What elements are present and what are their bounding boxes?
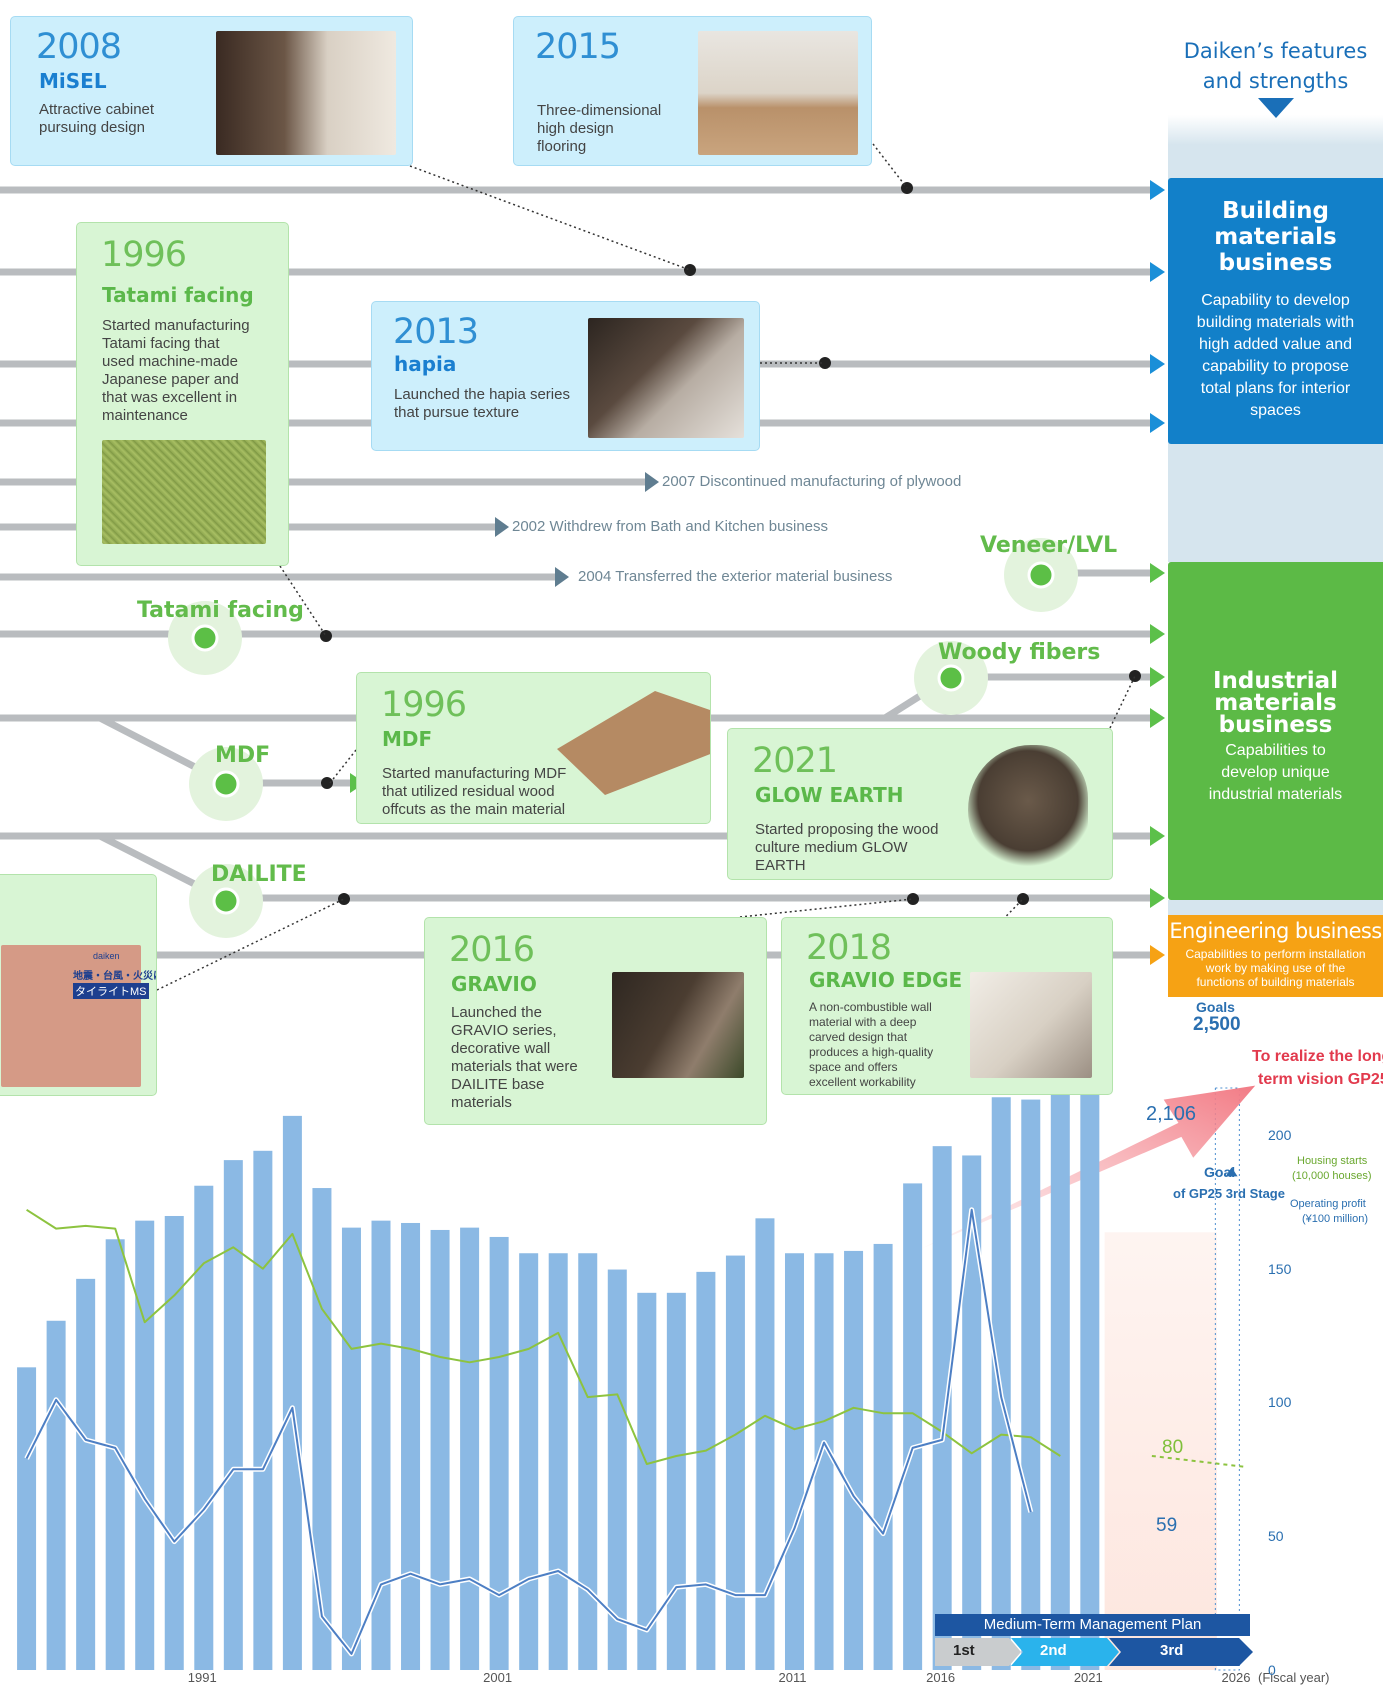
sales-bar [253,1150,273,1670]
track-end-arrow-icon [645,472,659,492]
connector-line [329,749,357,784]
sales-bar [1050,1073,1070,1670]
field-dot [212,770,240,798]
sales-bar [223,1160,243,1670]
event-dot [819,357,831,369]
track-arrow-icon [1150,413,1165,433]
track-arrow-icon [1150,888,1165,908]
sales-bar [401,1222,421,1670]
sales-bar [666,1292,686,1670]
field-dot [937,664,965,692]
sales-bar [1080,1094,1100,1670]
sales-bar [903,1183,923,1670]
field-dot [212,887,240,915]
sales-bar [46,1320,66,1670]
sales-bar [637,1292,657,1670]
sales-bar [696,1271,716,1670]
forecast-shade [1104,1232,1217,1670]
connector-line [409,165,691,271]
track-arrow-icon [1150,826,1165,846]
sales-bar [489,1236,509,1670]
field-dot [1027,561,1055,589]
sales-bar [430,1229,450,1670]
sales-bar [519,1253,539,1670]
sales-bar [17,1367,37,1670]
track-arrow-icon [350,773,365,793]
track-arrow-icon [1150,563,1165,583]
sales-bar [371,1220,391,1670]
connector-line [739,898,914,918]
sales-bar [105,1239,125,1670]
event-dot [684,264,696,276]
goal-box [1214,1087,1240,1671]
housing-starts-line [26,1208,1061,1465]
sales-bar [784,1253,804,1670]
sales-bar [282,1115,302,1670]
sales-bar [548,1253,568,1670]
sales-bar [932,1146,952,1670]
track-arrow-icon [1150,708,1165,728]
sales-bar [725,1255,745,1670]
goal-up-arrow-icon [1225,1167,1238,1177]
field-dot [191,624,219,652]
sales-bar [873,1243,893,1670]
event-dot [1017,893,1029,905]
track-arrow-icon [1150,262,1165,282]
connector-line [279,565,327,637]
track-arrow-icon [1150,667,1165,687]
track-end-arrow-icon [495,517,509,537]
event-dot [338,893,350,905]
sales-bar [755,1218,775,1670]
sales-bar [578,1253,598,1670]
sales-bar [164,1215,184,1670]
connector-line [974,898,1024,949]
sales-bar [341,1227,361,1670]
event-dot [907,893,919,905]
event-dot [1129,670,1141,682]
track-arrow-icon [1150,354,1165,374]
sales-bar [135,1220,155,1670]
sales-bar [844,1250,864,1670]
track-arrow-icon [1150,624,1165,644]
sales-bar [76,1278,96,1670]
sales-bar [460,1227,480,1670]
sales-bar [607,1269,627,1670]
track-end-arrow-icon [555,567,569,587]
sales-bar [962,1155,982,1670]
track-arrow-icon [1150,945,1165,965]
operating-profit-line [25,1208,1032,1655]
track-arrow-icon [1150,180,1165,200]
connector-line [869,139,908,189]
sales-bar [814,1253,834,1670]
event-dot [321,777,333,789]
sales-bar [194,1185,214,1670]
sales-bar [312,1188,332,1670]
sales-bar [1021,1099,1041,1670]
event-dot [320,630,332,642]
